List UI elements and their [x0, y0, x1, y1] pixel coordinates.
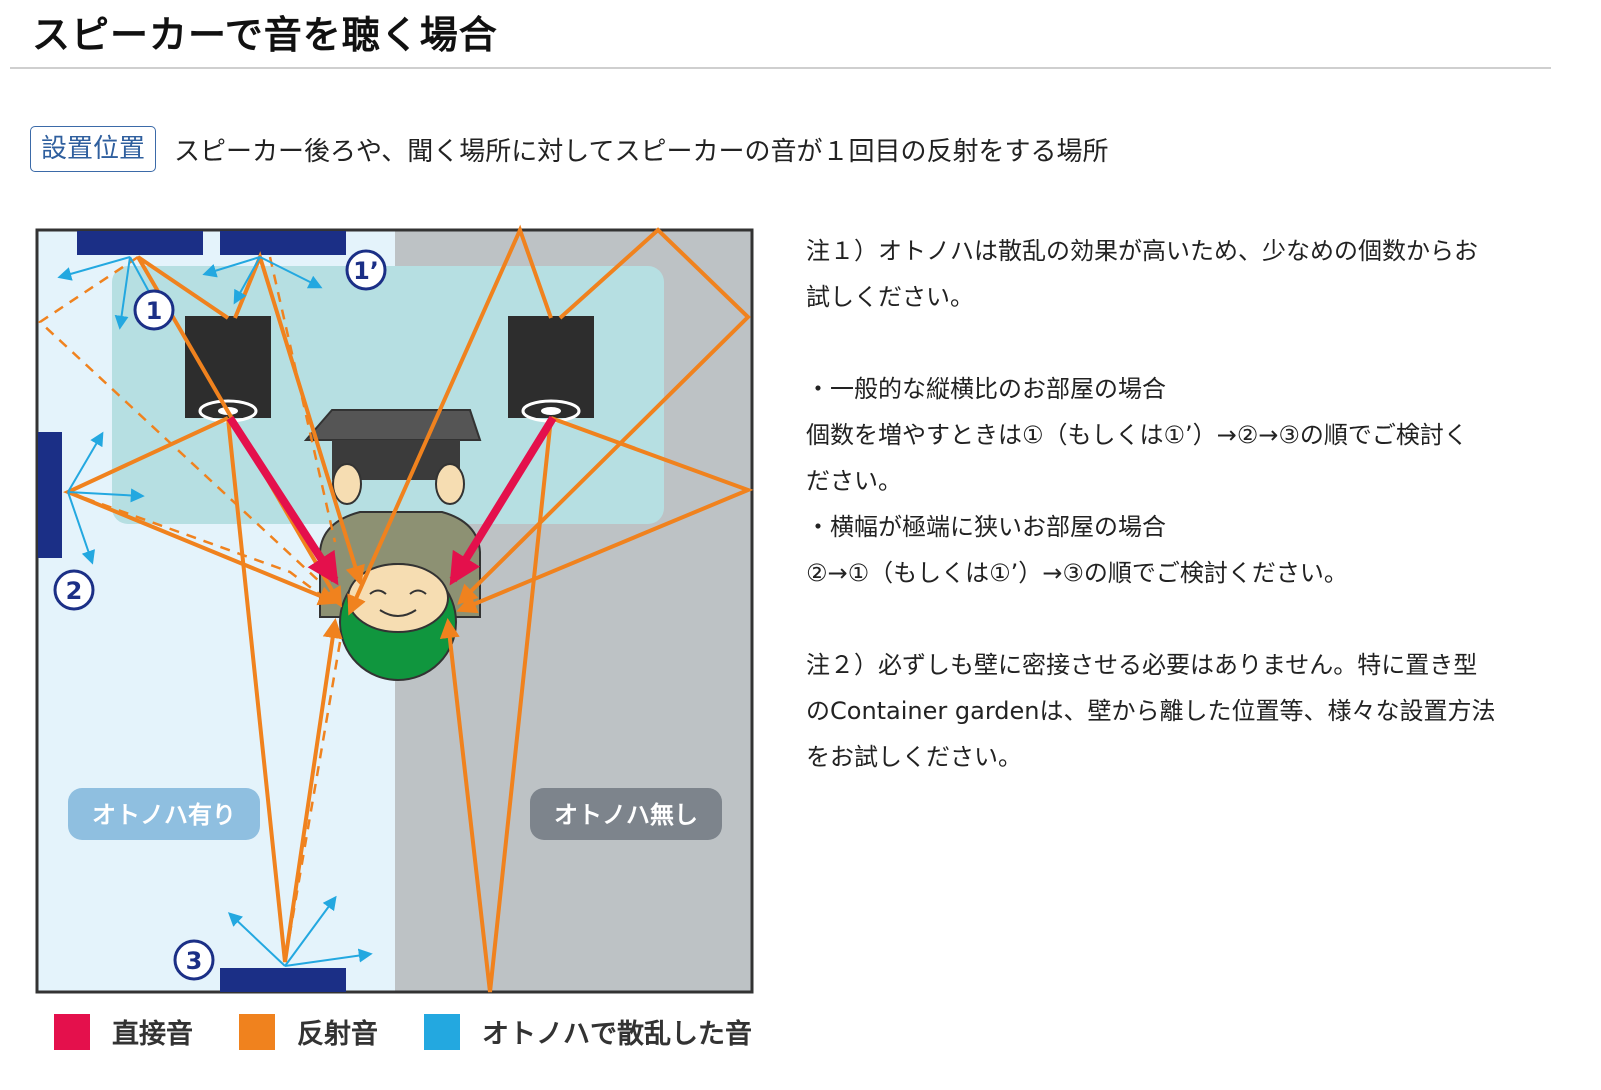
svg-text:1: 1: [146, 297, 163, 325]
panel-left-wall: [38, 432, 62, 558]
room-diagram: 1 1’ 2 3 オトノハ有り オトノハ無し: [35, 224, 754, 994]
room-outline: [35, 228, 754, 994]
note1-line1: 注１）オトノハは散乱の効果が高いため、少なめの個数からお: [806, 237, 1478, 265]
panel-top-right: [220, 231, 346, 255]
reflected-sound-dashed: [37, 255, 342, 963]
marker-1-prime: 1’: [345, 249, 387, 291]
speaker-left: [185, 316, 271, 423]
svg-text:3: 3: [186, 947, 203, 975]
note1-line2: 試しください。: [806, 283, 974, 311]
svg-text:2: 2: [66, 577, 83, 605]
marker-2: 2: [53, 569, 95, 611]
legend-swatch-reflected: [239, 1013, 275, 1050]
svg-text:オトノハ有り: オトノハ有り: [92, 801, 236, 829]
panel-bottom: [220, 968, 346, 992]
note2-line3: をお試しください。: [806, 743, 1022, 771]
zone-label-without: オトノハ無し: [530, 788, 722, 840]
notes-panel: 注１）オトノハは散乱の効果が高いため、少なめの個数からお 試しください。 ・一般…: [806, 228, 1546, 780]
bullet1-line1: 個数を増やすときは①（もしくは①’）→②→③の順でご検討く: [806, 421, 1468, 449]
legend-swatch-direct: [54, 1013, 90, 1050]
placement-row: 設置位置 スピーカー後ろや、聞く場所に対してスピーカーの音が１回目の反射をする場…: [30, 126, 1108, 172]
zone-label-with: オトノハ有り: [68, 788, 260, 840]
diagram-legend: 直接音 反射音 オトノハで散乱した音: [54, 1012, 798, 1051]
legend-item-scattered: オトノハで散乱した音: [424, 1012, 752, 1051]
title-divider: [10, 67, 1551, 69]
legend-label-reflected: 反射音: [297, 1019, 378, 1050]
legend-label-direct: 直接音: [112, 1019, 193, 1050]
legend-label-scattered: オトノハで散乱した音: [482, 1019, 752, 1050]
page-title: スピーカーで音を聴く場合: [32, 13, 498, 57]
bullet2-line1: ②→①（もしくは①’）→③の順でご検討ください。: [806, 559, 1348, 587]
placement-description: スピーカー後ろや、聞く場所に対してスピーカーの音が１回目の反射をする場所: [174, 136, 1109, 167]
direct-sound-paths: [226, 415, 557, 586]
bullet1-line2: ださい。: [806, 467, 902, 495]
legend-item-reflected: 反射音: [239, 1012, 378, 1051]
marker-3: 3: [173, 939, 215, 981]
scattered-sound-paths: [57, 256, 373, 967]
speaker-right: [508, 316, 594, 423]
legend-swatch-scattered: [424, 1013, 460, 1050]
svg-text:オトノハ無し: オトノハ無し: [554, 801, 698, 829]
marker-1: 1: [133, 289, 175, 331]
note2-line2: のContainer gardenは、壁から離した位置等、様々な設置方法: [806, 697, 1496, 725]
placement-tag: 設置位置: [30, 126, 157, 172]
svg-text:1’: 1’: [353, 257, 379, 285]
legend-item-direct: 直接音: [54, 1012, 193, 1051]
bullet2-title: ・横幅が極端に狭いお部屋の場合: [806, 513, 1166, 541]
bullet1-title: ・一般的な縦横比のお部屋の場合: [806, 375, 1166, 403]
panel-top-left: [77, 231, 203, 255]
note2-line1: 注２）必ずしも壁に密接させる必要はありません。特に置き型: [806, 651, 1478, 679]
